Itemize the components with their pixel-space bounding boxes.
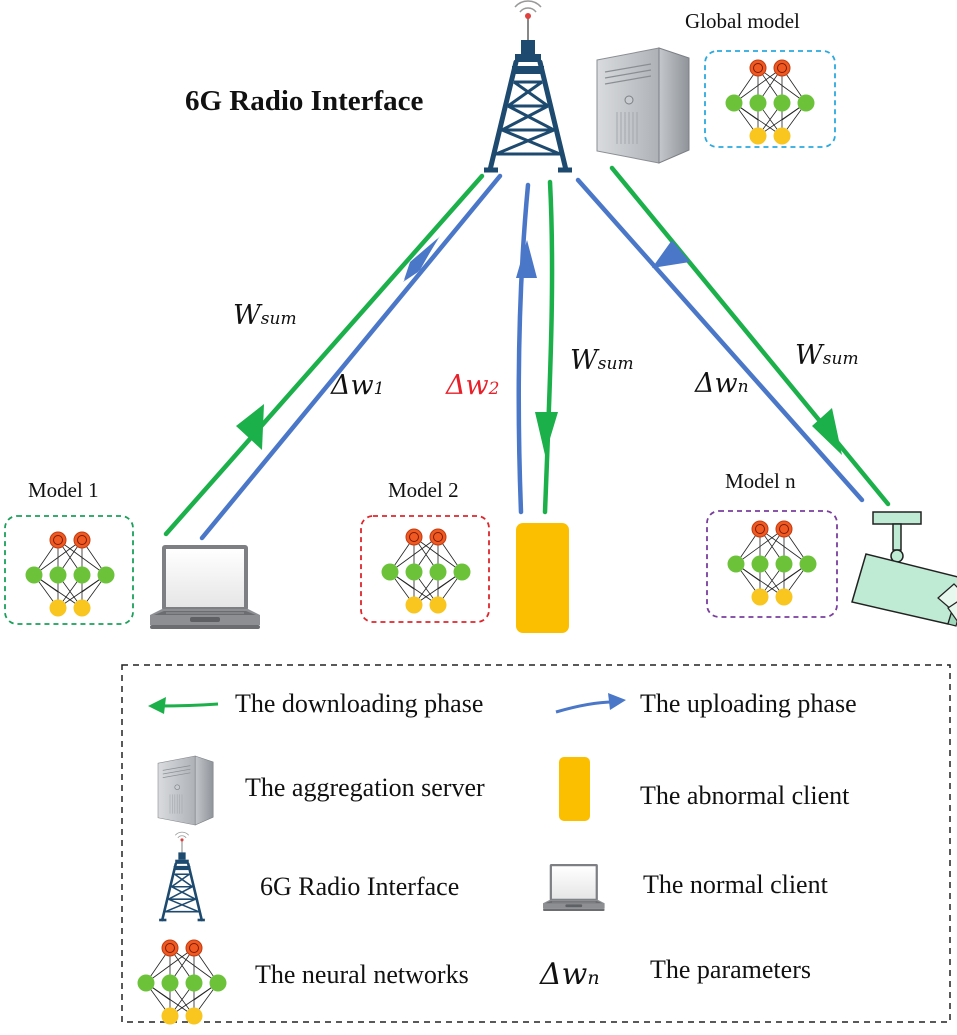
neural-network-icon bbox=[381, 528, 471, 614]
legend-nn-text: The neural networks bbox=[255, 960, 469, 989]
server-icon bbox=[157, 755, 214, 826]
arrowhead bbox=[403, 236, 440, 282]
neural-network-icon bbox=[725, 59, 815, 145]
legend-abnormal-text: The abnormal client bbox=[640, 781, 850, 810]
arrowhead bbox=[236, 404, 264, 450]
model-2-box bbox=[360, 515, 490, 623]
legend-radio-text: 6G Radio Interface bbox=[260, 872, 460, 901]
arrowhead bbox=[812, 408, 842, 455]
diagram-title: 6G Radio Interface bbox=[185, 85, 424, 117]
global-model-label: Global model bbox=[685, 9, 800, 33]
legend-download-text: The downloading phase bbox=[235, 689, 484, 718]
download-arrow-2 bbox=[542, 179, 555, 515]
upload-arrow-1 bbox=[199, 173, 503, 541]
neural-network-icon bbox=[137, 939, 227, 1025]
legend-params-text: The parameters bbox=[650, 955, 811, 984]
legend-box bbox=[121, 664, 951, 1023]
legend-download-arrow bbox=[157, 702, 219, 708]
model-1-label: Model 1 bbox=[28, 478, 99, 502]
laptop-icon bbox=[149, 544, 261, 630]
delta-w1-label: Δw1 bbox=[331, 370, 385, 401]
phone-icon bbox=[516, 523, 569, 633]
w-sum-label-middle: Wsum bbox=[570, 345, 634, 376]
model-1-box bbox=[4, 515, 134, 625]
tower-icon bbox=[484, 1, 572, 170]
global-model-box bbox=[704, 50, 836, 148]
delta-wn-label: Δwn bbox=[695, 368, 749, 399]
legend-server-text: The aggregation server bbox=[245, 773, 485, 802]
model-n-box bbox=[706, 510, 838, 618]
arrowhead bbox=[404, 238, 438, 280]
phone-icon bbox=[559, 757, 590, 821]
legend-normal-text: The normal client bbox=[643, 870, 828, 899]
neural-network-icon bbox=[727, 520, 817, 606]
arrowhead bbox=[608, 693, 626, 710]
w-sum-label-right: Wsum bbox=[795, 340, 859, 371]
delta-w2-label: Δw2 bbox=[446, 370, 500, 401]
arrowhead bbox=[148, 697, 166, 714]
laptop-icon bbox=[542, 863, 605, 912]
legend-params-symbol: Δwn bbox=[540, 957, 600, 992]
neural-network-icon bbox=[25, 531, 115, 617]
server-icon bbox=[596, 47, 690, 164]
download-arrow-n bbox=[609, 165, 891, 507]
model-n-label: Model n bbox=[725, 469, 796, 493]
upload-arrow-n bbox=[575, 177, 865, 503]
arrowhead bbox=[652, 240, 690, 268]
tower-icon bbox=[157, 830, 207, 922]
camera-icon bbox=[851, 511, 957, 627]
legend-upload-text: The uploading phase bbox=[640, 689, 857, 718]
w-sum-label-left: Wsum bbox=[233, 300, 297, 331]
upload-arrow-2 bbox=[516, 182, 531, 515]
arrowhead bbox=[535, 412, 558, 455]
model-2-label: Model 2 bbox=[388, 478, 459, 502]
legend-upload-arrow bbox=[555, 700, 615, 714]
arrowhead bbox=[516, 240, 537, 278]
download-arrow-1 bbox=[163, 173, 485, 537]
